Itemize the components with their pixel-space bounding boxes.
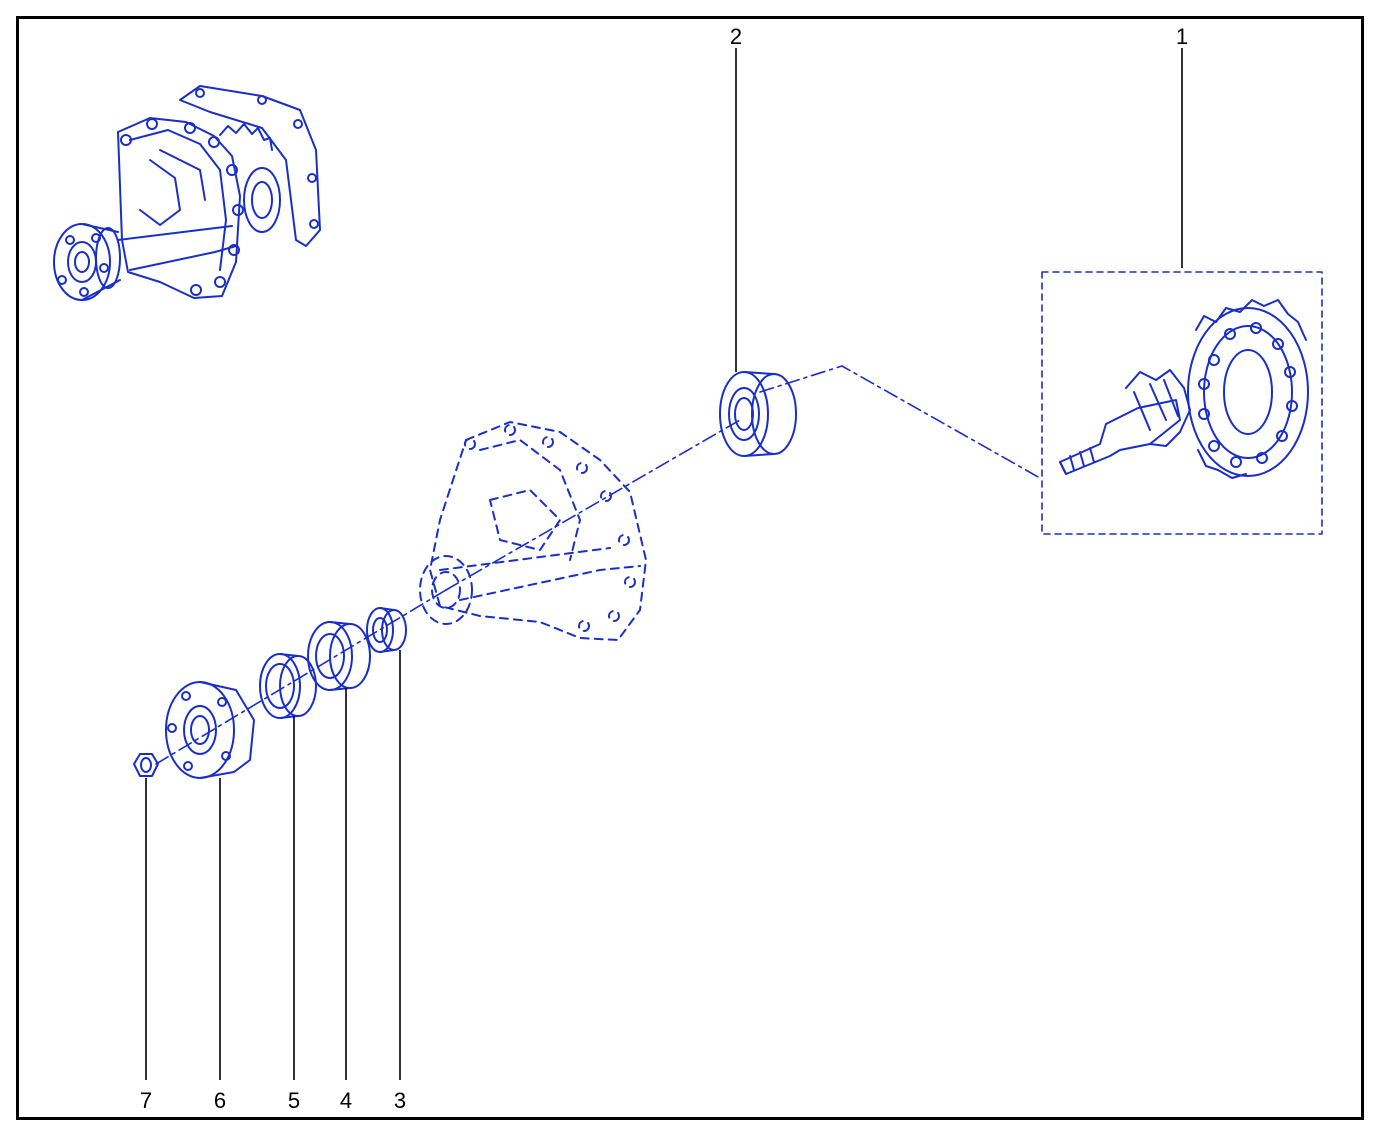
callout-2: 2 — [730, 24, 742, 372]
callout-4: 4 — [340, 688, 352, 1113]
callout-3: 3 — [394, 650, 406, 1113]
callout-1: 1 — [1176, 24, 1188, 268]
collapsible-spacer — [366, 607, 407, 653]
inner-pinion-bearing — [719, 371, 797, 457]
callout-6-label: 6 — [214, 1088, 226, 1113]
ring-and-pinion-gear-set — [1041, 271, 1323, 535]
outer-pinion-bearing — [307, 621, 371, 691]
callout-7: 7 — [140, 778, 152, 1113]
differential-housing-outline — [419, 421, 647, 641]
pinion-nut — [133, 753, 159, 777]
companion-flange — [165, 681, 255, 779]
callout-7-label: 7 — [140, 1088, 152, 1113]
callout-2-label: 2 — [730, 24, 742, 49]
callout-3-label: 3 — [394, 1088, 406, 1113]
callout-5: 5 — [288, 716, 300, 1113]
pinion-oil-seal — [259, 653, 317, 719]
assembled-differential-illustration — [53, 85, 321, 301]
callout-4-label: 4 — [340, 1088, 352, 1113]
diagram-frame — [16, 16, 1364, 1120]
callout-6: 6 — [214, 778, 226, 1113]
callout-1-label: 1 — [1176, 24, 1188, 49]
callouts: 1 2 3 4 5 6 7 — [140, 24, 1188, 1113]
callout-5-label: 5 — [288, 1088, 300, 1113]
